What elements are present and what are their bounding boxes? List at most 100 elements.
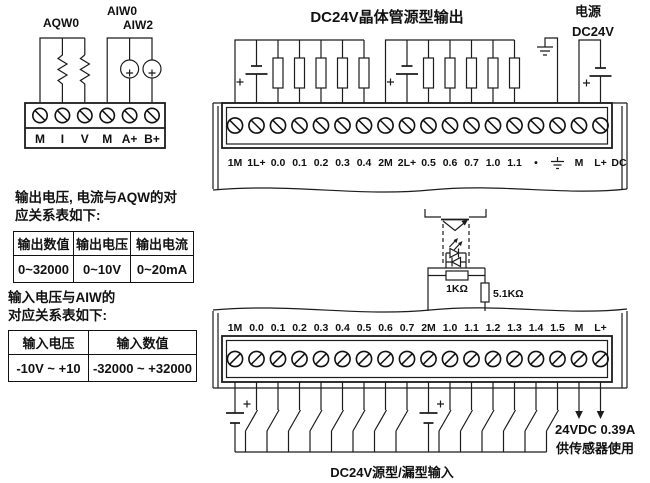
screw-slot-icon xyxy=(530,119,542,132)
load-icon xyxy=(315,57,327,89)
screw-slot-icon xyxy=(293,353,306,365)
screw-terminal-icon xyxy=(377,117,394,134)
power-label: 电源 xyxy=(575,4,601,19)
screw-slot-icon xyxy=(444,119,456,132)
plus-sign-icon xyxy=(126,69,156,77)
power-voltage-label: DC24V xyxy=(572,24,614,39)
output-module-title: DC24V晶体管源型输出 xyxy=(310,8,463,26)
screw-terminal-icon xyxy=(248,117,265,134)
output-module: DC24V晶体管源型输出 电源 DC24V 1M 1L+ 0.0 0.1 xyxy=(212,4,628,193)
switch-contact-icon xyxy=(352,382,366,452)
switch-contact-icon xyxy=(545,382,560,452)
terminal-label: 0.4 xyxy=(335,322,350,334)
screw-slot-icon xyxy=(101,109,113,122)
resistor-icon xyxy=(56,38,69,103)
screw-terminal-icon xyxy=(54,107,71,124)
terminal-label: 1.3 xyxy=(507,322,522,334)
terminal-label: 0.4 xyxy=(357,157,372,169)
screw-terminal-icon xyxy=(312,350,330,368)
screw-slot-icon xyxy=(422,119,435,132)
wire xyxy=(424,209,487,218)
sensor-supply-note: 供传感器使用 xyxy=(555,441,634,456)
screw-terminal-icon xyxy=(144,107,161,124)
aqw-table-intro: 输出电压, 电流与AQW的对 应关系表如下: xyxy=(15,189,177,225)
screw-terminal-icon xyxy=(592,350,609,368)
input-module: 1M 0.0 0.1 0.2 0.3 0.4 0.5 0.6 0.7 2M 1.… xyxy=(212,307,636,480)
break-wave xyxy=(212,187,628,193)
led-icon xyxy=(446,256,466,268)
screw-terminal-icon xyxy=(398,350,416,368)
plus-sign-icon xyxy=(583,79,590,87)
resistor-1k-icon xyxy=(445,270,469,281)
resistor-1k-label: 1KΩ xyxy=(446,283,468,295)
terminal-label: 0.3 xyxy=(314,322,329,334)
led-icon xyxy=(446,247,466,259)
phototransistor-icon xyxy=(442,220,467,232)
screw-terminal-icon xyxy=(334,117,351,134)
screw-terminal-icon xyxy=(99,107,116,124)
terminal-label: 1M xyxy=(228,157,243,169)
aqw-bus-wire xyxy=(39,37,85,103)
terminal-label: M xyxy=(35,132,45,146)
resistor-5k1-label: 5.1KΩ xyxy=(493,288,524,300)
switch-group-2 xyxy=(438,382,560,452)
aiw0-label: AIW0 xyxy=(107,4,137,18)
terminal-label: 1.1 xyxy=(464,322,479,334)
column-header: 输出数值 xyxy=(13,231,74,256)
switch-contact-icon xyxy=(459,382,474,452)
switch-contact-icon xyxy=(481,382,495,452)
terminal-strip-outline xyxy=(221,102,613,149)
switch-group-1 xyxy=(244,382,409,452)
screw-slot-icon xyxy=(250,353,263,365)
plus-sign-icon xyxy=(437,400,444,408)
column-header: 输出电流 xyxy=(130,231,195,256)
terminal-label: M xyxy=(575,322,584,334)
power-wire xyxy=(578,39,602,103)
terminal-label: 0.2 xyxy=(292,322,307,334)
terminal-label: 0.7 xyxy=(400,322,415,334)
output-screw-row xyxy=(226,117,609,134)
load-icon xyxy=(272,57,284,89)
screw-slot-icon xyxy=(401,119,413,132)
screw-slot-icon xyxy=(487,119,499,132)
table-cell: -32000 ~ +32000 xyxy=(88,354,197,382)
ground-label-icon xyxy=(551,157,564,170)
screw-terminal-icon xyxy=(269,117,287,134)
screw-slot-icon xyxy=(315,353,327,365)
terminal-label: L+ xyxy=(594,322,607,334)
screw-terminal-icon xyxy=(312,117,330,134)
screw-slot-icon xyxy=(594,119,607,132)
screw-slot-icon xyxy=(508,119,521,132)
screw-terminal-icon xyxy=(570,350,588,368)
analog-block-outline xyxy=(24,102,166,149)
wire xyxy=(129,38,153,103)
terminal-label: 0.0 xyxy=(271,157,286,169)
screw-slot-icon xyxy=(487,353,499,365)
screw-terminal-icon xyxy=(506,350,523,368)
screw-slot-icon xyxy=(551,119,564,132)
terminal-strip-outline xyxy=(221,335,613,383)
screw-slot-icon xyxy=(465,119,478,132)
current-source-icon xyxy=(142,59,162,79)
break-wave xyxy=(212,307,628,313)
load-icon xyxy=(293,57,306,89)
screw-terminal-icon xyxy=(592,117,609,134)
switch-contact-icon xyxy=(373,382,388,452)
screw-slot-icon xyxy=(465,353,478,365)
load-icon xyxy=(508,57,521,89)
column-header: 输入数值 xyxy=(88,330,197,355)
terminal-label: 2L+ xyxy=(398,157,416,169)
screw-terminal-icon xyxy=(226,117,244,134)
plus-sign-icon xyxy=(387,78,394,86)
screw-terminal-icon xyxy=(527,117,545,134)
battery-icon xyxy=(589,67,612,77)
optocoupler-circuit: 1KΩ 5.1KΩ xyxy=(424,209,524,311)
resistor-5k1-icon xyxy=(480,282,490,303)
terminal-label: V xyxy=(81,132,89,146)
screw-slot-icon xyxy=(250,119,263,132)
terminal-label: 0.5 xyxy=(357,322,372,334)
arrow-icon xyxy=(453,238,458,244)
plus-sign-icon xyxy=(243,400,251,408)
screw-slot-icon xyxy=(530,353,542,365)
